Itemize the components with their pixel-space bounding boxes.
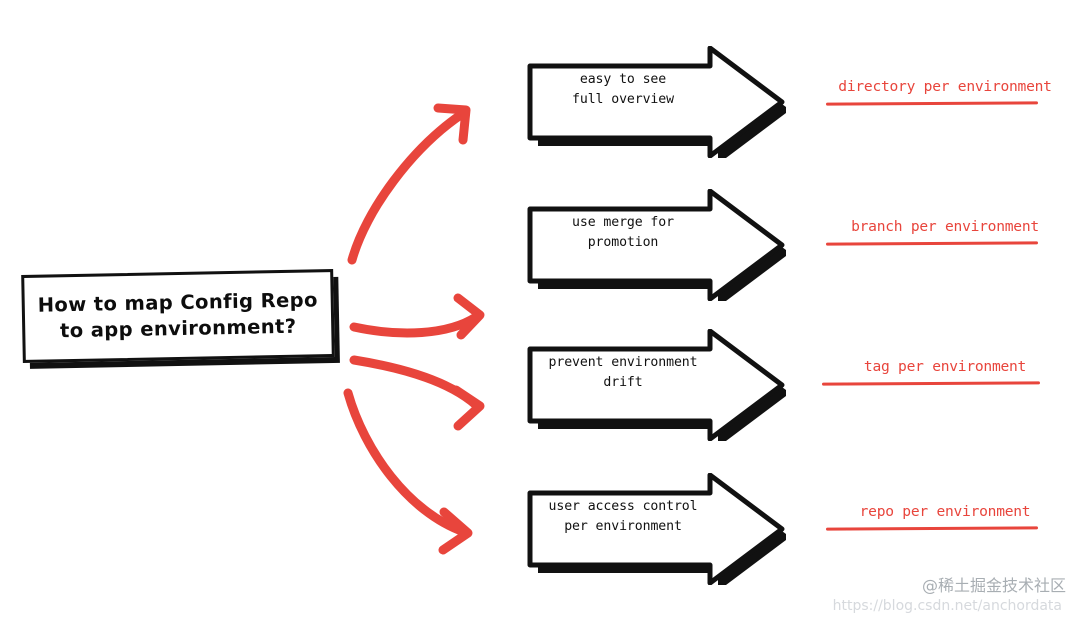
fan-arrow-3-head [451, 385, 485, 431]
strategy-label-2: branch per environment [820, 218, 1070, 247]
watermark-handle: @稀土掘金技术社区 [921, 576, 1066, 595]
fan-arrow-1-shaft [347, 109, 467, 265]
fan-arrow-1-head [433, 103, 471, 145]
strategy-label-4: repo per environment [820, 503, 1070, 532]
benefit-arrow-1-body [527, 46, 785, 158]
benefit-arrow-2: use merge for promotion [514, 189, 786, 301]
benefit-arrow-2-body [527, 189, 785, 301]
strategy-label-4-underline [825, 526, 1039, 532]
watermark-url: https://blog.csdn.net/anchordata [832, 598, 1062, 614]
strategy-label-2-text: branch per environment [851, 218, 1039, 235]
benefit-arrow-3-text: prevent environment drift [548, 355, 698, 391]
strategy-label-3-text: tag per environment [863, 358, 1027, 375]
fan-arrow-3-shaft [349, 355, 481, 410]
strategy-label-1: directory per environment [820, 78, 1070, 107]
benefit-arrow-3-body [527, 329, 785, 441]
strategy-label-2-underline [825, 241, 1039, 247]
benefit-arrow-4-text: user access control per environment [548, 499, 698, 535]
question-box: How to map Config Repo to app environmen… [21, 269, 335, 363]
benefit-arrow-4-body [527, 473, 785, 585]
benefit-arrow-1-text: easy to see full overview [572, 72, 674, 108]
benefit-arrow-3: prevent environment drift [514, 329, 786, 441]
fan-arrow-4-head [438, 507, 473, 555]
benefit-arrow-4: user access control per environment [514, 473, 786, 585]
strategy-label-4-text: repo per environment [859, 503, 1031, 520]
strategy-label-3: tag per environment [820, 358, 1070, 387]
strategy-label-1-underline [825, 101, 1039, 107]
question-box-text: How to map Config Repo to app environmen… [37, 288, 319, 343]
benefit-arrow-1: easy to see full overview [514, 46, 786, 158]
strategy-label-1-text: directory per environment [838, 78, 1052, 95]
fan-out-arrows [330, 60, 510, 560]
strategy-label-3-underline [821, 381, 1041, 387]
benefit-arrow-2-text: use merge for promotion [572, 215, 674, 251]
fan-arrow-4-shaft [343, 388, 469, 537]
fan-arrow-2-head [453, 293, 485, 340]
fan-arrow-2-shaft [349, 312, 481, 338]
